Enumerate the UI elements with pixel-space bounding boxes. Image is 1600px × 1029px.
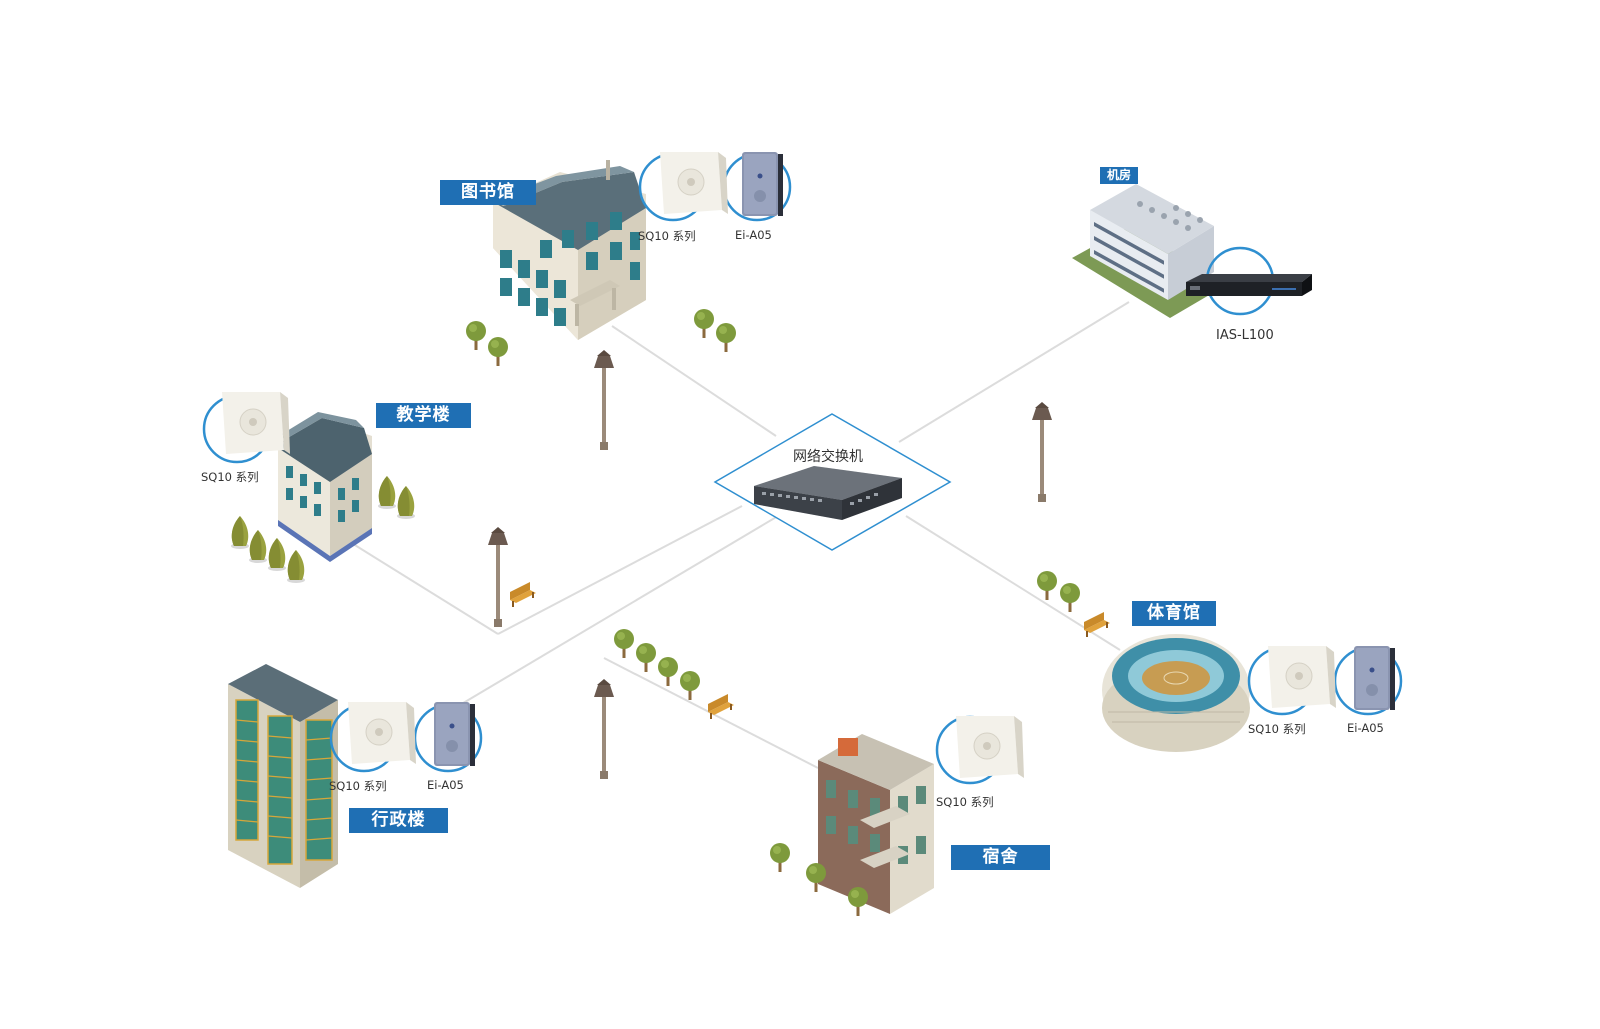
dorm-building <box>770 734 934 916</box>
sq10-device-teaching <box>221 391 291 455</box>
switch-hub <box>713 413 952 551</box>
caption-sq10-library: SQ10 系列 <box>638 229 696 243</box>
zone-label-gym: 体育馆 <box>1132 601 1216 626</box>
caption-ea05-gym: Ei-A05 <box>1347 721 1384 735</box>
ias-l100-device <box>1186 274 1312 296</box>
zone-label-admin: 行政楼 <box>349 808 448 833</box>
caption-sq10-teaching: SQ10 系列 <box>201 470 259 484</box>
connection-links <box>349 301 1130 769</box>
zone-label-library: 图书馆 <box>440 180 536 205</box>
admin-building <box>228 664 338 888</box>
caption-ea05-library: Ei-A05 <box>735 228 772 242</box>
switch-label: 网络交换机 <box>793 449 863 465</box>
devices <box>221 151 1395 779</box>
ea05-device-admin <box>434 702 475 766</box>
gym-building <box>1102 634 1250 752</box>
ea05-device-gym <box>1354 646 1395 710</box>
zone-label-dorm: 宿舍 <box>951 845 1050 870</box>
teaching-building <box>278 412 372 562</box>
zone-label-teaching: 教学楼 <box>376 403 471 428</box>
sq10-device-library <box>659 151 729 215</box>
caption-sq10-dorm: SQ10 系列 <box>936 795 994 809</box>
library-building <box>493 160 646 340</box>
sq10-device-gym <box>1267 645 1337 709</box>
caption-ias-l100: IAS-L100 <box>1216 328 1274 343</box>
sq10-device-admin <box>347 701 417 765</box>
caption-ea05-admin: Ei-A05 <box>427 778 464 792</box>
zone-label-server-room: 机房 <box>1100 167 1138 184</box>
sq10-device-dorm <box>955 715 1025 779</box>
caption-sq10-gym: SQ10 系列 <box>1248 722 1306 736</box>
ea05-device-library <box>742 152 783 216</box>
server-room-building <box>1072 184 1228 318</box>
caption-sq10-admin: SQ10 系列 <box>329 779 387 793</box>
